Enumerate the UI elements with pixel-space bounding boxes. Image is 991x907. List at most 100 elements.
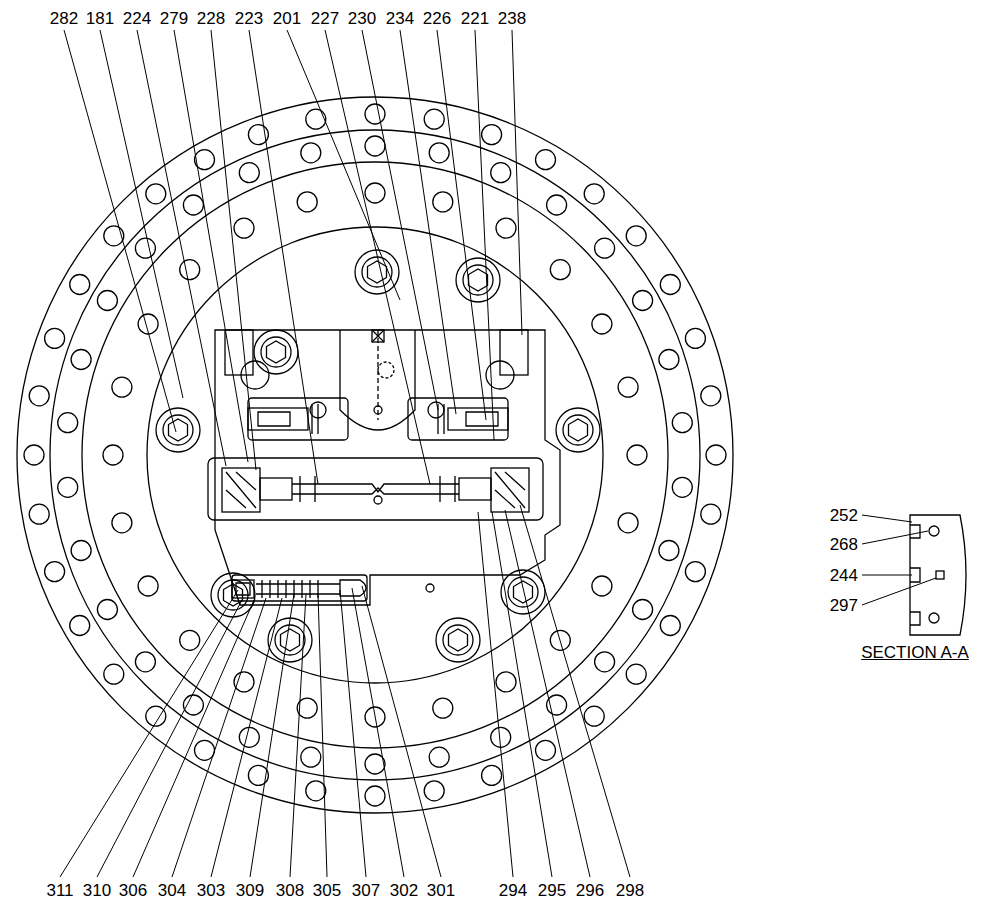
bolt-head xyxy=(261,337,291,367)
bolt-hole xyxy=(660,275,680,295)
hex-socket xyxy=(469,269,488,291)
bolt-hole xyxy=(701,386,721,406)
callout-number: 228 xyxy=(197,10,225,27)
hex-socket xyxy=(514,581,533,603)
housing-rings xyxy=(17,97,733,813)
bolt-hole xyxy=(547,195,567,215)
bolt-hole xyxy=(97,600,117,620)
bolt-hole xyxy=(104,226,124,246)
callout-number: 298 xyxy=(616,882,644,899)
bolt-hole xyxy=(433,192,453,212)
bolt-hole xyxy=(584,706,604,726)
bolt-hole xyxy=(627,445,647,465)
bolt-head xyxy=(163,415,193,445)
hex-socket xyxy=(169,419,188,441)
bolt-hole xyxy=(482,125,502,145)
callout-number: 295 xyxy=(538,882,566,899)
bolt-head xyxy=(508,577,538,607)
callout-number: 310 xyxy=(83,882,111,899)
bolt-hole xyxy=(365,786,385,806)
callout-number: 294 xyxy=(499,882,527,899)
callout-number: 302 xyxy=(390,882,418,899)
bolt-hole xyxy=(706,445,726,465)
bolt-hole xyxy=(180,630,200,650)
hex-socket xyxy=(267,341,286,363)
bolt-head xyxy=(254,330,298,374)
bolt-hole xyxy=(424,109,444,129)
bolt-hole xyxy=(365,136,385,156)
bolt-head xyxy=(156,408,200,452)
bolt-hole xyxy=(550,260,570,280)
valve-body xyxy=(208,330,560,605)
bolt-hole xyxy=(491,163,511,183)
callout-number: 238 xyxy=(498,10,526,27)
bolt-hole xyxy=(29,386,49,406)
callout-number: 307 xyxy=(352,882,380,899)
bolt-head xyxy=(362,257,392,287)
bolt-hole xyxy=(618,377,638,397)
bolt-hole xyxy=(633,600,653,620)
bolt-head xyxy=(436,618,480,662)
callout-number: 230 xyxy=(348,10,376,27)
hex-socket xyxy=(569,419,588,441)
callout-number: 221 xyxy=(461,10,489,27)
bolt-hole xyxy=(536,740,556,760)
bolt-hole xyxy=(633,291,653,311)
hex-socket xyxy=(281,629,300,651)
callout-number: 234 xyxy=(386,10,414,27)
callout-number: 282 xyxy=(50,10,78,27)
bolt-hole xyxy=(45,328,65,348)
bolt-hole xyxy=(626,664,646,684)
bolt-head xyxy=(563,415,593,445)
bolt-hole xyxy=(195,740,215,760)
bolt-hole xyxy=(58,477,78,497)
bolt-hole xyxy=(424,781,444,801)
hex-socket xyxy=(449,629,468,651)
bolt-hole xyxy=(71,541,91,561)
callout-number: 304 xyxy=(158,882,186,899)
bolt-hole xyxy=(104,664,124,684)
bolt-hole xyxy=(672,413,692,433)
callout-number: 244 xyxy=(830,567,858,584)
bolt-hole xyxy=(592,576,612,596)
bolt-hole xyxy=(183,195,203,215)
bolt-hole xyxy=(24,445,44,465)
bolt-hole xyxy=(660,616,680,636)
bolt-hole xyxy=(29,504,49,524)
bolt-hole xyxy=(536,150,556,170)
bolt-hole xyxy=(112,377,132,397)
callout-number: 252 xyxy=(830,507,858,524)
bolt-hole xyxy=(135,238,155,258)
bolt-hole xyxy=(234,672,254,692)
callout-number: 181 xyxy=(86,10,114,27)
leader-lines xyxy=(60,30,936,877)
callout-number: 305 xyxy=(313,882,341,899)
bolt-hole xyxy=(112,513,132,533)
bolt-hole xyxy=(365,104,385,124)
bolt-hole xyxy=(618,513,638,533)
section-title: SECTION A-A xyxy=(861,644,969,661)
bolt-head xyxy=(456,258,500,302)
bolt-hole xyxy=(685,562,705,582)
callout-number: 223 xyxy=(235,10,263,27)
callout-number: 296 xyxy=(576,882,604,899)
bolt-hole xyxy=(659,350,679,370)
callout-number: 297 xyxy=(830,597,858,614)
bolt-hole xyxy=(482,765,502,785)
bolt-hole xyxy=(595,652,615,672)
hex-socket xyxy=(368,261,387,283)
callout-number: 301 xyxy=(427,882,455,899)
bolt-hole xyxy=(97,291,117,311)
callout-number: 279 xyxy=(160,10,188,27)
callout-number: 306 xyxy=(119,882,147,899)
callout-number: 308 xyxy=(276,882,304,899)
bolt-hole xyxy=(429,747,449,767)
bolt-hole xyxy=(301,143,321,163)
bolt-hole xyxy=(685,328,705,348)
callout-number: 303 xyxy=(197,882,225,899)
callout-number: 227 xyxy=(311,10,339,27)
bolt-head xyxy=(275,625,305,655)
bolt-hole xyxy=(659,541,679,561)
